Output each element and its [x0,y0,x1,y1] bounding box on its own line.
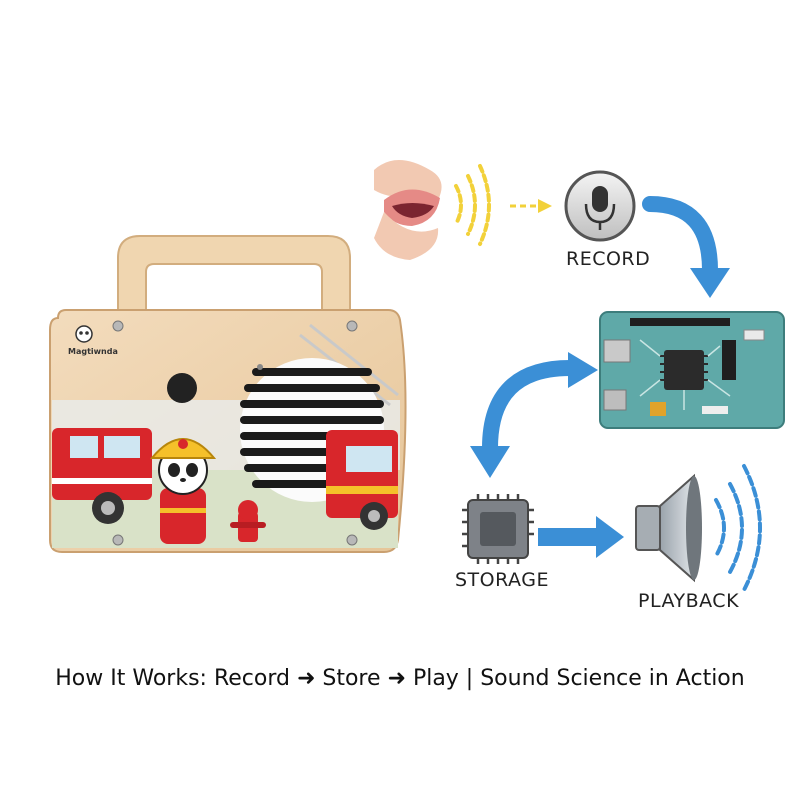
brand-logo [75,325,93,343]
toy-device [49,235,407,553]
arrow-mic-to-board [642,196,718,278]
arrowhead-to-storage [470,446,510,478]
arrow-board-to-storage [482,360,578,456]
fire-hydrant [230,500,266,542]
lips-icon [374,160,442,260]
step-label-storage: STORAGE [455,569,549,591]
fire-truck-right [326,430,398,530]
arrowhead-back-to-board [568,352,598,388]
arrow-storage-to-playback [538,516,624,558]
record-knob[interactable] [167,373,197,403]
mic-hole [257,364,263,370]
screws [112,320,358,546]
microphone-icon [564,170,636,242]
brand-name: Magtiwnda [68,347,118,356]
step-label-record: RECORD [566,248,651,270]
device-handle [117,235,351,311]
fire-truck-left [52,428,152,524]
playback-waves-icon [714,464,762,592]
speaker-icon [635,473,702,583]
chip-icon [462,494,534,564]
circuit-board-icon [599,311,785,429]
sound-waves-icon [454,164,491,246]
wave-to-mic-arrow [510,199,552,213]
caption: How It Works: Record ➜ Store ➜ Play | So… [55,666,745,691]
step-label-playback: PLAYBACK [638,590,740,612]
panda-firefighter [149,438,217,544]
arrowhead-mic-to-board [690,268,730,298]
